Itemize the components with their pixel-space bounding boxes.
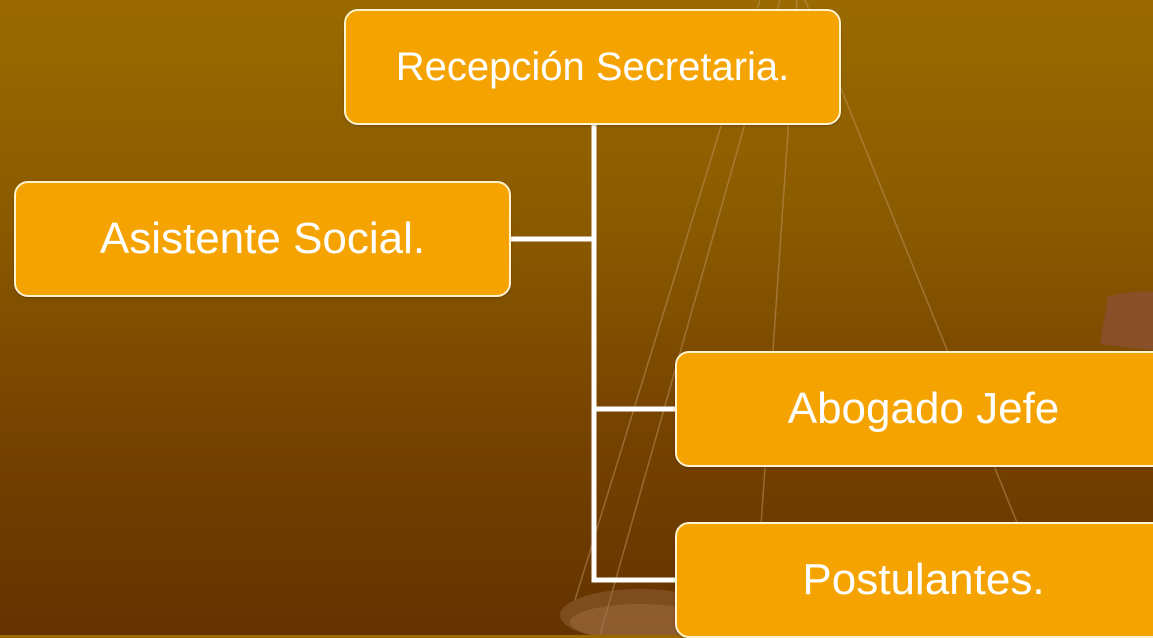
node-label: Asistente Social. <box>99 214 426 263</box>
node-abogado-jefe: Abogado Jefe <box>675 351 1153 467</box>
node-asistente-social: Asistente Social. <box>14 181 511 297</box>
node-postulantes: Postulantes. <box>675 522 1153 638</box>
node-label: Abogado Jefe <box>787 384 1060 433</box>
node-label: Postulantes. <box>802 555 1045 604</box>
node-label: Recepción Secretaria. <box>395 44 790 89</box>
node-recepcion-secretaria: Recepción Secretaria. <box>344 9 841 125</box>
